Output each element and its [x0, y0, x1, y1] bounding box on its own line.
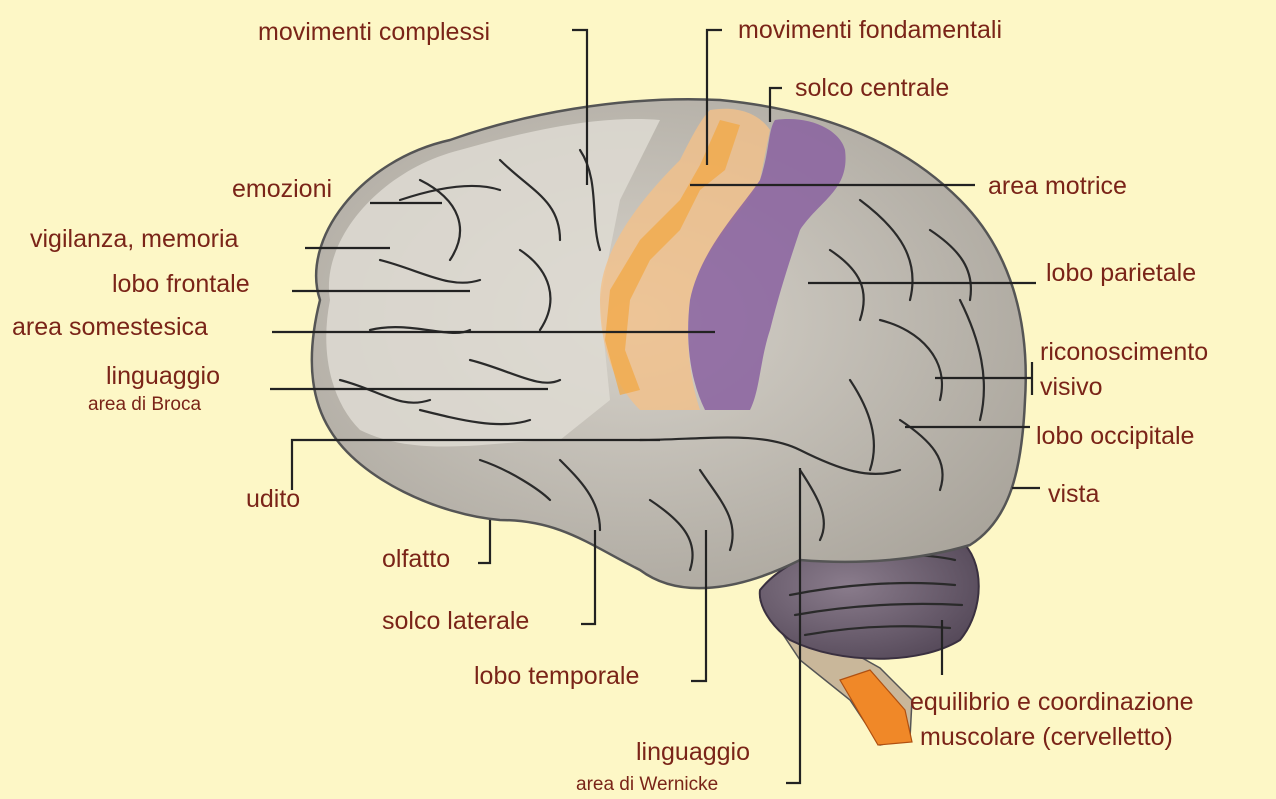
label-lobo-temporale: lobo temporale	[474, 662, 639, 690]
label-linguaggio-wernicke: linguaggio	[636, 738, 750, 766]
label-solco-laterale: solco laterale	[382, 607, 529, 635]
label-olfatto: olfatto	[382, 545, 450, 573]
label-area-motrice: area motrice	[988, 172, 1127, 200]
label-udito: udito	[246, 485, 300, 513]
label-lobo-occipitale: lobo occipitale	[1036, 422, 1194, 450]
leader-olfatto	[478, 520, 490, 563]
label-area-wernicke: area di Wernicke	[576, 774, 718, 795]
label-area-somestesica: area somestesica	[12, 313, 208, 341]
label-vigilanza-memoria: vigilanza, memoria	[30, 225, 239, 253]
label-equilibrio: equilibrio e coordinazione	[910, 688, 1194, 716]
label-linguaggio-broca: linguaggio	[106, 362, 220, 390]
label-riconoscimento: riconoscimento	[1040, 338, 1208, 366]
brainstem-highlight	[840, 670, 912, 745]
label-movimenti-complessi: movimenti complessi	[258, 18, 490, 46]
label-emozioni: emozioni	[232, 175, 332, 203]
label-movimenti-fondamentali: movimenti fondamentali	[738, 16, 1002, 44]
label-lobo-parietale: lobo parietale	[1046, 259, 1196, 287]
label-lobo-frontale: lobo frontale	[112, 270, 250, 298]
label-area-broca: area di Broca	[88, 394, 201, 415]
label-solco-centrale: solco centrale	[795, 74, 949, 102]
label-muscolare: muscolare (cervelletto)	[920, 723, 1173, 751]
label-vista: vista	[1048, 480, 1100, 508]
label-visivo: visivo	[1040, 373, 1103, 401]
